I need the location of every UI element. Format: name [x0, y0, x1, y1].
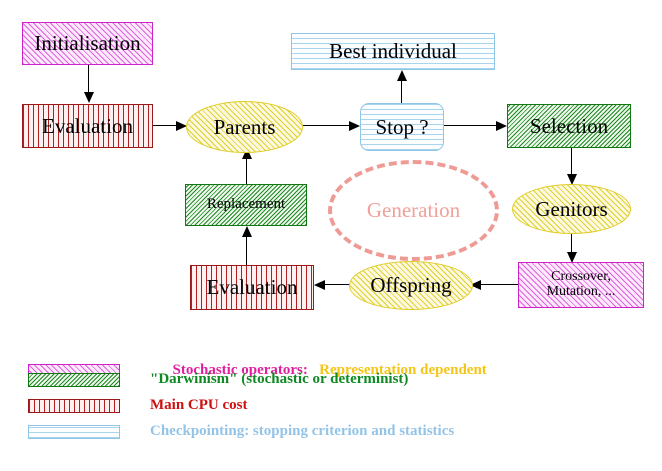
- arrow-stop-to-selection: [444, 120, 510, 132]
- arrow-replacement-to-parents: [241, 148, 253, 186]
- arrow-evaluation-to-replacement: [241, 226, 253, 266]
- arrow-shaft: [303, 125, 352, 127]
- node-selection-label: Selection: [529, 113, 609, 138]
- arrow-stop-to-best-individual: [396, 70, 408, 106]
- arrow-shaft: [444, 125, 499, 127]
- node-stop-label: Stop ?: [375, 114, 429, 139]
- node-crossover-line1: Crossover,: [551, 269, 611, 285]
- node-best-individual-label: Best individual: [329, 39, 457, 64]
- node-initialisation-label: Initialisation: [34, 31, 141, 56]
- arrow-shaft: [153, 125, 179, 127]
- node-best-individual[interactable]: Best individual: [291, 33, 495, 70]
- arrow-offspring-to-evaluation: [314, 279, 352, 291]
- legend-swatch-green-diagonal-hatch-icon: [28, 372, 120, 387]
- arrow-shaft: [481, 284, 520, 286]
- legend-label-darwinism: "Darwinism" (stochastic or determinist): [150, 371, 409, 387]
- arrow-head-up-icon: [242, 148, 252, 159]
- node-genitors[interactable]: Genitors: [512, 184, 631, 234]
- arrow-shaft: [571, 234, 573, 254]
- node-evaluation-top-label: Evaluation: [42, 113, 133, 138]
- node-replacement[interactable]: Replacement: [185, 184, 307, 226]
- node-generation-boundary: Generation: [328, 160, 499, 261]
- arrow-shaft: [571, 148, 573, 176]
- legend-text-secondary: Representation dependent: [319, 362, 487, 378]
- arrow-head-down-icon: [567, 174, 577, 185]
- arrow-head-left-icon: [314, 280, 325, 290]
- node-crossover-line2: Mutation, ...: [546, 284, 616, 299]
- arrow-shaft: [246, 234, 248, 266]
- arrow-head-left-icon: [470, 280, 481, 290]
- node-evaluation-bottom-label: Evaluation: [206, 275, 298, 300]
- arrow-head-down-icon: [84, 92, 94, 103]
- legend-swatch-red-vertical-hatch-icon: [28, 398, 120, 413]
- node-replacement-label: Replacement: [206, 196, 286, 213]
- arrow-shaft: [88, 65, 90, 94]
- node-crossover-mutation[interactable]: Crossover, Mutation, ...: [518, 262, 644, 308]
- arrow-crossover-to-offspring: [470, 279, 520, 291]
- arrow-head-right-icon: [496, 121, 507, 131]
- legend-row-cpu-cost: Main CPU cost: [28, 397, 248, 414]
- node-initialisation[interactable]: Initialisation: [22, 22, 153, 65]
- legend-label-checkpointing: Checkpointing: stopping criterion and st…: [150, 423, 455, 439]
- node-evaluation-bottom[interactable]: Evaluation: [190, 265, 314, 310]
- legend-label-cpu-cost: Main CPU cost: [150, 397, 248, 413]
- arrow-head-up-icon: [397, 70, 407, 81]
- node-offspring[interactable]: Offspring: [349, 261, 473, 310]
- legend-swatch-blue-horizontal-hatch-icon: [28, 424, 120, 439]
- arrow-genitors-to-crossover: [566, 234, 578, 264]
- arrow-head-right-icon: [176, 121, 187, 131]
- legend-text-main: Stochastic operators:: [172, 362, 308, 378]
- legend-label-stochastic: Stochastic operators: Representation dep…: [150, 345, 487, 396]
- arrow-initialisation-to-evaluation: [83, 65, 95, 104]
- node-parents-label: Parents: [213, 114, 276, 139]
- arrow-shaft: [246, 156, 248, 186]
- arrow-shaft: [401, 78, 403, 106]
- arrow-head-right-icon: [349, 121, 360, 131]
- node-parents[interactable]: Parents: [186, 101, 303, 153]
- arrow-head-up-icon: [242, 226, 252, 237]
- node-evaluation-top[interactable]: Evaluation: [22, 104, 153, 148]
- arrow-parents-to-stop: [303, 120, 363, 132]
- arrow-shaft: [325, 284, 352, 286]
- arrow-evaluation-to-parents: [153, 120, 189, 132]
- legend-row-checkpointing: Checkpointing: stopping criterion and st…: [28, 423, 454, 440]
- arrow-head-down-icon: [567, 252, 577, 263]
- node-offspring-label: Offspring: [370, 273, 452, 298]
- arrow-selection-to-genitors: [566, 148, 578, 186]
- node-stop[interactable]: Stop ?: [360, 103, 444, 151]
- node-genitors-label: Genitors: [535, 196, 608, 221]
- legend-row-darwinism: "Darwinism" (stochastic or determinist): [28, 371, 408, 388]
- node-selection[interactable]: Selection: [507, 104, 631, 148]
- node-generation-label: Generation: [366, 198, 461, 222]
